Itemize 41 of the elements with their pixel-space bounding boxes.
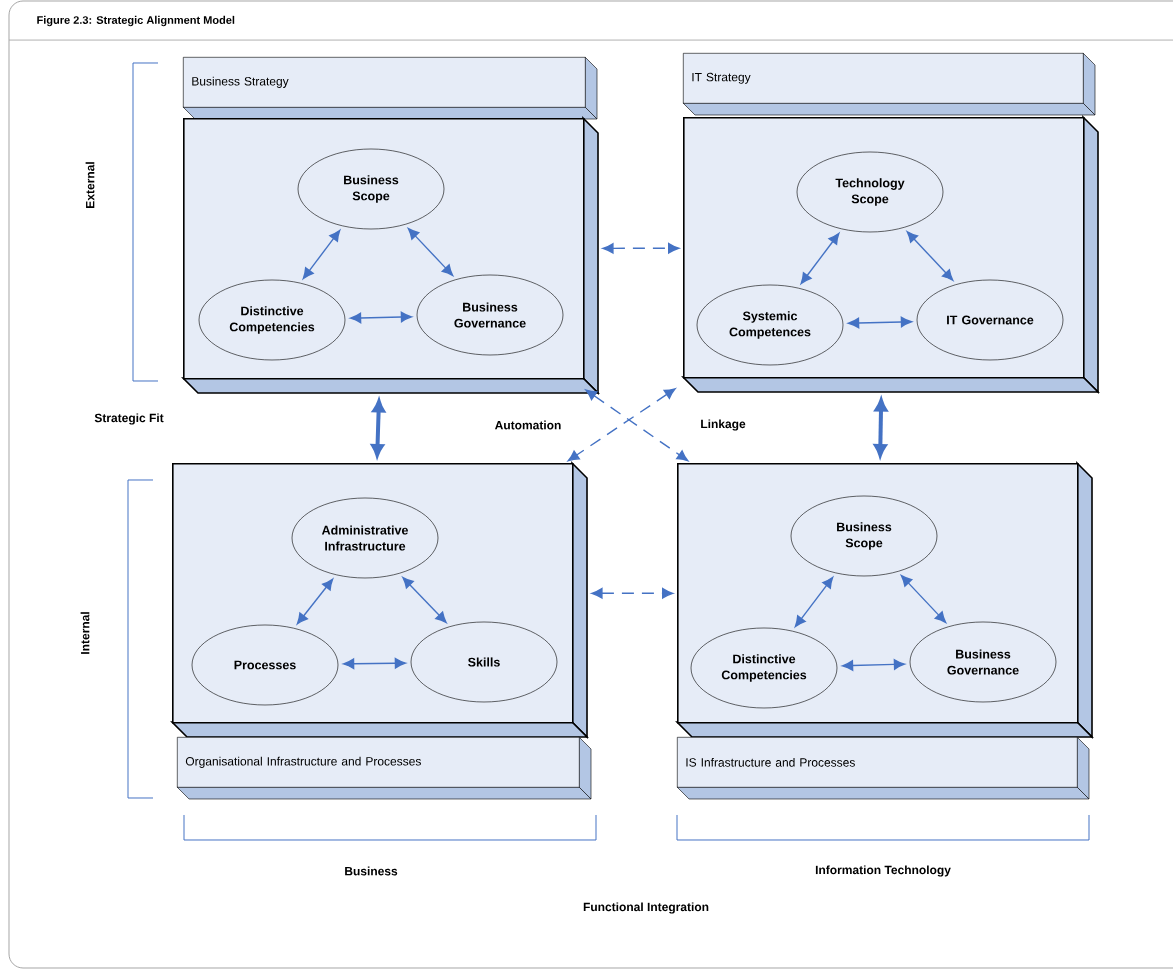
arrow [349,311,413,324]
arrow [847,316,913,329]
axis-label: Business [345,866,398,876]
axis-label: Functional Integration [583,902,709,914]
arrow [800,232,840,285]
axis-label: Internal [80,612,90,654]
arrow [567,388,676,462]
arrow [602,242,680,254]
arrow [841,659,906,671]
ellipse-node: IT Governance [916,279,1064,361]
ellipse-node: Administrative Infrastructure [291,497,439,579]
ellipse-node: Technology Scope [796,151,944,233]
ellipse-node: Business Scope [790,495,938,577]
arrow [585,389,689,462]
arrow [906,231,954,281]
ellipse-node: Distinctive Competencies [198,279,346,361]
arrow [296,578,334,625]
arrow [900,574,947,624]
header-block: Organisational Infrastructure and Processes [176,736,592,800]
arrow [591,587,674,599]
arrow [794,576,834,628]
header-block: IT Strategy [682,52,1096,116]
ellipse-node: Processes [191,624,339,706]
axis-label: Information Technology [815,865,951,877]
header-block: Business Strategy [182,56,598,120]
axis-label: Automation [495,420,561,430]
axis-label: Strategic Fit [94,413,164,425]
arrow [302,229,341,280]
ellipse-node: Business Governance [909,621,1057,703]
ellipse-node: Systemic Competences [696,284,844,366]
ellipse-node: Business Governance [416,274,564,356]
ellipse-node: Business Scope [297,148,445,230]
arrow [402,576,447,624]
arrow [342,657,407,670]
ellipse-node: Skills [410,621,558,703]
header-block: IS Infrastructure and Processes [676,736,1090,800]
arrow [407,227,454,276]
figure-title: Figure 2.3: Strategic Alignment Model [37,15,235,27]
axis-label: External [85,162,95,208]
ellipse-node: Distinctive Competencies [690,627,838,709]
axis-label: Linkage [701,419,746,431]
